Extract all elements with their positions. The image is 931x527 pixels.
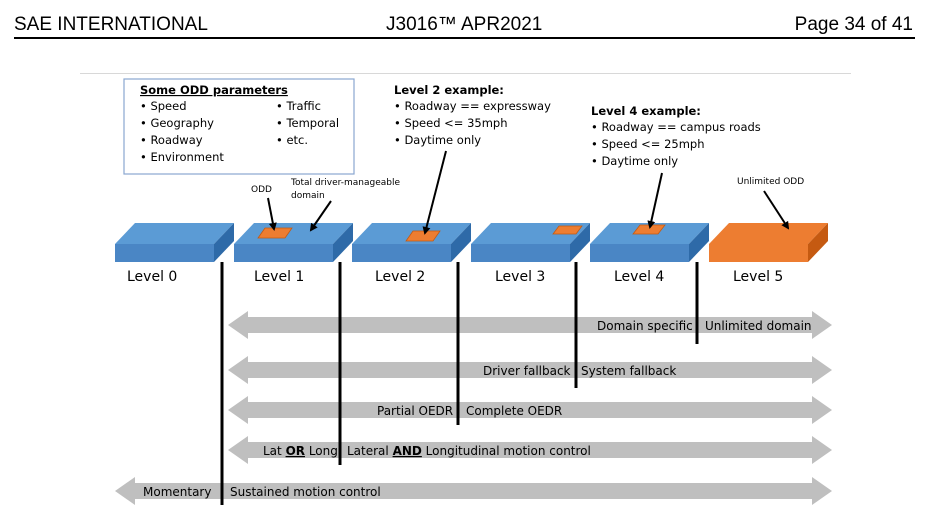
level-4-platform [590, 223, 709, 262]
capability-arrows [115, 311, 832, 505]
sustained-arrow [115, 477, 832, 505]
level4-example-title: Level 4 example: [591, 104, 701, 118]
unlimited-odd-annotation: Unlimited ODD [737, 177, 804, 187]
callout-arrows [267, 150, 790, 235]
figure-top-rule [80, 73, 851, 74]
odd-param-environment: • Environment [140, 150, 224, 164]
odd-param-speed: • Speed [140, 99, 187, 113]
unlimited-callout-arrow [763, 190, 790, 230]
level-5-platform-top [709, 223, 828, 244]
level-2-platform [352, 223, 471, 262]
level4-example-roadway: • Roadway == campus roads [591, 120, 761, 134]
momentary-label: Momentary [143, 485, 211, 499]
level2-example: Level 2 example: • Roadway == expressway… [394, 83, 551, 147]
fallback-arrow [228, 356, 832, 384]
lat-or-long-label: Lat OR Long [263, 444, 338, 458]
level-0-platform [115, 223, 234, 262]
level-1-platform-top [234, 223, 353, 244]
level2-example-roadway: • Roadway == expressway [394, 99, 551, 113]
odd-patch-level3 [552, 225, 583, 235]
lateral-and-longitudinal-label: Lateral AND Longitudinal motion control [347, 444, 591, 458]
level-5-label: Level 5 [733, 269, 783, 285]
system-fallback-label: System fallback [581, 364, 676, 378]
level4-example-daytime: • Daytime only [591, 154, 678, 168]
level-4-label: Level 4 [614, 269, 664, 285]
odd-parameters-box: Some ODD parameters : • Speed • Geograph… [123, 78, 355, 175]
or-text: OR [286, 444, 305, 458]
level4-example-speed: • Speed <= 25mph [591, 137, 705, 151]
header-page-number: Page 34 of 41 [794, 14, 913, 35]
lateral-text: Lateral [347, 444, 393, 458]
level-0-label: Level 0 [127, 269, 177, 285]
lat-text: Lat [263, 444, 286, 458]
header-rule [14, 37, 915, 39]
header-doc-id: J3016™ APR2021 [386, 14, 543, 35]
level-1-platform-side [333, 223, 353, 262]
odd-patch-level2 [405, 230, 441, 242]
level2-example-speed: • Speed <= 35mph [394, 116, 508, 130]
level-3-platform-side [570, 223, 590, 262]
header-org: SAE INTERNATIONAL [14, 14, 208, 35]
level-platforms [115, 223, 828, 262]
level4-example: Level 4 example: • Roadway == campus roa… [591, 104, 761, 168]
level-3-platform-front [471, 244, 570, 262]
level-4-platform-side [689, 223, 709, 262]
odd-param-roadway: • Roadway [140, 133, 203, 147]
total-domain-annotation-line1: Total driver-manageable [290, 178, 401, 188]
level-4-platform-front [590, 244, 689, 262]
and-text: AND [393, 444, 422, 458]
level2-example-title: Level 2 example: [394, 83, 504, 97]
level-0-platform-side [214, 223, 234, 262]
level-2-platform-side [451, 223, 471, 262]
level2-callout-arrow [422, 150, 447, 235]
domain-arrow [228, 311, 832, 339]
level-dividers [220, 262, 699, 505]
level-1-platform-front [234, 244, 333, 262]
unlimited-domain-label: Unlimited domain [705, 319, 812, 333]
long-text: Long [305, 444, 338, 458]
complete-oedr-label: Complete OEDR [466, 404, 562, 418]
level-2-platform-front [352, 244, 451, 262]
level4-callout-arrow [647, 172, 663, 229]
domain-specific-label: Domain specific [597, 319, 693, 333]
odd-box-title: Some ODD parameters [140, 83, 288, 97]
odd-param-traffic: • Traffic [276, 99, 321, 113]
total-domain-annotation-line2: domain [291, 191, 325, 201]
odd-annotation: ODD [251, 185, 272, 195]
odd-patch-level1 [257, 227, 293, 239]
longitudinal-text: Longitudinal motion control [422, 444, 591, 458]
odd-callout-arrow [267, 197, 277, 231]
arrow-labels: Domain specific Unlimited domain Driver … [143, 319, 812, 499]
level-0-platform-top [115, 223, 234, 244]
oedr-arrow [228, 396, 832, 424]
sustained-motion-label: Sustained motion control [230, 485, 381, 499]
level-1-label: Level 1 [254, 269, 304, 285]
level-5-platform [709, 223, 828, 262]
level2-example-daytime: • Daytime only [394, 133, 481, 147]
level-5-platform-side [808, 223, 828, 262]
driver-fallback-label: Driver fallback [483, 364, 571, 378]
odd-param-geography: • Geography [140, 116, 214, 130]
level-1-platform [234, 223, 353, 262]
motion-control-arrow [228, 436, 832, 464]
level-5-platform-front [709, 244, 808, 262]
odd-box-title-colon: : [272, 83, 276, 97]
odd-param-temporal: • Temporal [276, 116, 339, 130]
partial-oedr-label: Partial OEDR [377, 404, 453, 418]
odd-param-etc: • etc. [276, 133, 308, 147]
level-3-label: Level 3 [495, 269, 545, 285]
level-labels: Level 0 Level 1 Level 2 Level 3 Level 4 … [127, 269, 783, 285]
total-domain-callout-arrow [309, 200, 332, 232]
level-0-platform-front [115, 244, 214, 262]
level-2-label: Level 2 [375, 269, 425, 285]
odd-patch-level4 [632, 224, 666, 235]
